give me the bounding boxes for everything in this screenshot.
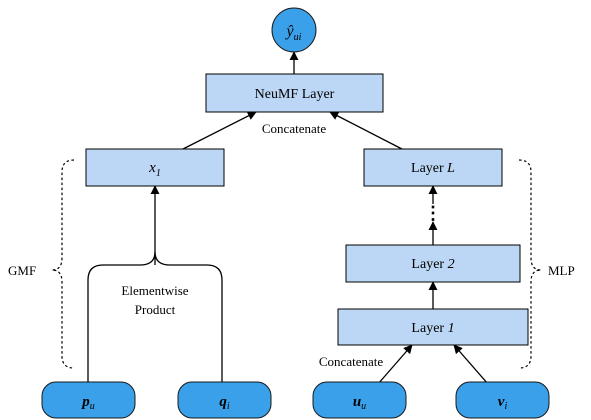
mlp-layer-l-box: Layer L xyxy=(363,148,503,187)
mlp-layer-1-label: Layer xyxy=(411,321,447,336)
svg-text:pu: pu xyxy=(80,394,95,412)
elementwise-label-line1: Elementwise xyxy=(121,283,188,298)
concatenate-bottom-label: Concatenate xyxy=(319,354,383,369)
svg-text:Layer 2: Layer 2 xyxy=(411,257,454,272)
neumf-layer-label: NeuMF Layer xyxy=(255,87,335,102)
mlp-layer-2-label: Layer xyxy=(411,257,447,272)
output-label: ŷ xyxy=(285,23,295,40)
concatenate-top-label: Concatenate xyxy=(262,121,326,136)
arrow-mlp-to-neumf xyxy=(329,111,403,150)
gmf-layer-box: x1 xyxy=(85,148,225,187)
gmf-layer-label: x xyxy=(148,160,156,176)
input-vi-label: v xyxy=(498,394,505,410)
neumf-layer-box: NeuMF Layer xyxy=(205,73,384,113)
mlp-layer-l-label: Layer xyxy=(411,161,447,176)
svg-text:qi: qi xyxy=(219,394,230,412)
svg-text:Layer L: Layer L xyxy=(411,161,455,176)
input-qi-sub: i xyxy=(227,401,230,412)
mlp-brace xyxy=(518,159,542,369)
input-pu-sub: u xyxy=(90,401,95,412)
input-pu-node: pu xyxy=(41,381,136,419)
arrow-uu-to-layer1 xyxy=(377,344,413,385)
mlp-ellipsis: ⋮ xyxy=(424,203,442,223)
elementwise-product-connector xyxy=(87,251,223,382)
input-uu-node: uu xyxy=(312,381,407,419)
gmf-layer-sub: 1 xyxy=(156,168,161,179)
mlp-brace-label: MLP xyxy=(548,263,575,278)
svg-text:vi: vi xyxy=(498,394,508,412)
svg-text:uu: uu xyxy=(353,394,366,412)
svg-text:ŷui: ŷui xyxy=(285,23,302,43)
input-qi-node: qi xyxy=(177,381,272,419)
elementwise-label-line2: Product xyxy=(135,302,176,317)
arrow-vi-to-layer1 xyxy=(453,344,489,385)
input-vi-sub: i xyxy=(504,401,507,412)
mlp-layer-2-em: 2 xyxy=(448,257,455,272)
input-pu-label: p xyxy=(80,394,90,410)
svg-text:x1: x1 xyxy=(148,160,161,179)
mlp-layer-1-box: Layer 1 xyxy=(337,308,529,346)
mlp-layer-2-box: Layer 2 xyxy=(345,244,521,283)
prediction-output-node: ŷui xyxy=(271,7,317,53)
arrow-gmf-to-neumf xyxy=(182,111,257,150)
output-sub: ui xyxy=(294,32,302,43)
input-uu-sub: u xyxy=(361,401,366,412)
input-qi-label: q xyxy=(219,394,227,410)
mlp-layer-l-em: L xyxy=(446,161,455,176)
svg-text:Layer 1: Layer 1 xyxy=(411,321,454,336)
mlp-layer-1-em: 1 xyxy=(448,321,455,336)
input-uu-label: u xyxy=(353,394,361,410)
gmf-brace-label: GMF xyxy=(8,263,36,278)
gmf-brace xyxy=(51,159,75,369)
input-vi-node: vi xyxy=(455,381,550,419)
